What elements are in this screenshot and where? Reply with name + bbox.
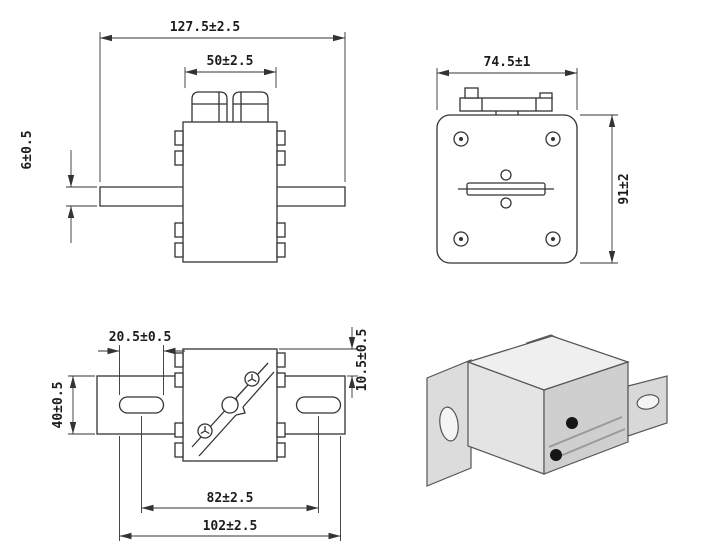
blade-terminals	[99, 186, 346, 207]
iso-body-right	[543, 361, 629, 475]
dim-slot-length-label: 20.5±0.5	[109, 330, 172, 345]
fuse-body-top	[174, 348, 286, 462]
screw-icon	[453, 131, 469, 147]
isometric-view	[426, 334, 668, 487]
body-rib	[276, 130, 286, 146]
iso-screw-icon	[550, 449, 562, 461]
dim-slot-center-spacing	[141, 416, 319, 513]
body-rib	[276, 372, 286, 388]
left-mounting-slot	[118, 396, 165, 414]
iso-front-ridges	[548, 416, 626, 460]
dim-slot-outer-spacing-label: 102±2.5	[203, 519, 258, 534]
body-rib	[276, 242, 286, 258]
dim-overall-width	[99, 32, 346, 182]
top-view: 20.5±0.5 10.5±0.5 40±0.5 82±2.5	[51, 327, 370, 541]
body-rib	[174, 222, 184, 238]
body-rib	[276, 222, 286, 238]
iso-right-blade-hole	[636, 394, 660, 410]
iso-screw-icon	[566, 417, 578, 429]
body-rib	[174, 150, 184, 166]
rear-view: 74.5±1 91±2	[436, 55, 632, 264]
dim-overall-width-label: 127.5±2.5	[170, 20, 240, 35]
dim-plate-height	[580, 114, 618, 264]
top-bracket-tab	[459, 87, 553, 115]
body-rib	[276, 352, 286, 368]
slot-hole-bottom	[500, 197, 512, 209]
center-slot	[458, 169, 554, 209]
dim-slot-center-spacing-label: 82±2.5	[207, 491, 254, 506]
dim-contact-width-label: 50±2.5	[207, 54, 254, 69]
dim-contact-width	[184, 67, 277, 88]
body-details	[191, 362, 275, 457]
top-contacts	[191, 91, 269, 122]
body-rib	[276, 422, 286, 438]
screw-icon	[453, 231, 469, 247]
iso-left-blade-hole	[439, 406, 459, 442]
slot-hole-top	[500, 169, 512, 181]
body-rib	[276, 442, 286, 458]
body-rib	[174, 352, 184, 368]
screw-icon	[545, 231, 561, 247]
body-rib	[174, 422, 184, 438]
front-view: 127.5±2.5 50±2.5 6±0.5	[20, 20, 346, 263]
right-contact-tab	[232, 91, 269, 122]
right-blade	[277, 186, 346, 207]
dim-blade-thickness-label: 6±0.5	[20, 130, 35, 169]
screw-icon	[545, 131, 561, 147]
left-blade	[99, 186, 183, 207]
dim-slot-outer-spacing	[119, 436, 341, 541]
dim-plate-height-label: 91±2	[617, 173, 632, 204]
dim-bracket-width-label: 40±0.5	[51, 382, 66, 429]
body-rib	[276, 150, 286, 166]
dim-slot-length	[98, 345, 185, 395]
left-contact-tab	[191, 91, 228, 122]
center-hole	[221, 396, 239, 414]
dim-blade-thickness	[66, 150, 97, 243]
dim-body-protrusion-label: 10.5±0.5	[355, 329, 370, 392]
right-mounting-slot	[295, 396, 342, 414]
body-rib	[174, 372, 184, 388]
dim-plate-width	[436, 68, 578, 110]
dim-plate-width-label: 74.5±1	[484, 55, 531, 70]
fuse-body-front	[174, 121, 286, 263]
fuse-body-outline	[182, 121, 278, 263]
body-rib	[174, 442, 184, 458]
dim-body-protrusion	[279, 327, 358, 398]
body-rib	[174, 242, 184, 258]
dim-bracket-width	[68, 375, 95, 435]
body-rib	[174, 130, 184, 146]
corner-screws	[453, 131, 561, 247]
